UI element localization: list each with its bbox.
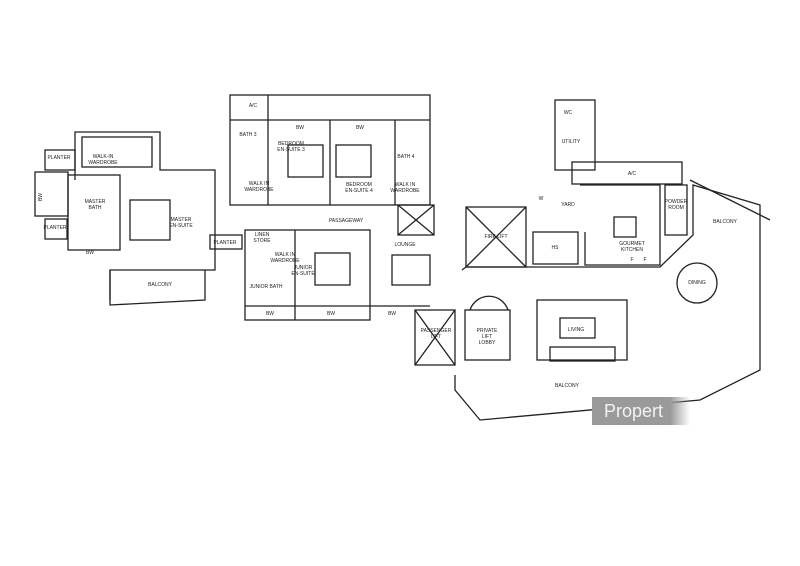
room-label-bw: BW — [295, 125, 305, 131]
room-label-bedroom-4: BEDROOM EN-SUITE 4 — [345, 182, 373, 194]
room-label-bw: BW — [38, 192, 44, 202]
room-label-fire-lift: FIRE LIFT — [484, 234, 508, 240]
room-label-ac: A/C — [627, 171, 637, 177]
utility-box — [554, 99, 596, 171]
wall — [397, 204, 435, 236]
wall — [689, 179, 771, 221]
room-label-powder-room: POWDER ROOM — [664, 199, 688, 211]
room-label-linen-store: LINEN STORE — [253, 232, 271, 244]
room-label-wc: WC — [563, 110, 573, 116]
lift-shaft-small — [397, 204, 435, 236]
passenger-lift-box — [414, 309, 456, 366]
room-label-planter: PLANTER — [47, 155, 71, 161]
kitchen-wall — [580, 184, 661, 266]
room-label-balcony: BALCONY — [148, 282, 172, 288]
living-rug — [536, 299, 628, 361]
room-label-bedroom-3: BEDROOM EN-SUITE 3 — [277, 141, 305, 153]
room-label-junior-bath: JUNIOR BATH — [249, 284, 283, 290]
room-label-w: W — [538, 196, 544, 202]
room-label-yard: YARD — [561, 202, 575, 208]
lounge-sofa — [391, 254, 431, 286]
room-label-junior-en-suite: JUNIOR EN-SUITE — [291, 265, 315, 277]
room-label-bath-3: BATH 3 — [239, 132, 257, 138]
master-bath-box — [67, 174, 121, 251]
master-balcony — [109, 270, 206, 306]
room-label-passageway: PASSAGEWAY — [328, 218, 364, 224]
room-label-ac: A/C — [248, 103, 258, 109]
dining-table — [676, 262, 718, 304]
room-label-gourmet-kitchen: GOURMET KITCHEN — [619, 241, 645, 253]
room-label-fridge: F — [643, 257, 647, 263]
room-label-bw: BW — [387, 311, 397, 317]
room-label-fridge: F — [630, 257, 634, 263]
watermark: Propert — [592, 397, 690, 425]
room-label-master-en-suite: MASTER EN-SUITE — [169, 217, 193, 229]
room-label-bw: BW — [265, 311, 275, 317]
living-sofa — [549, 346, 616, 362]
hs-box — [532, 231, 579, 265]
bed-3 — [287, 144, 324, 178]
room-label-planter: PLANTER — [213, 240, 237, 246]
room-label-passenger-lift: PASSENGER LIFT — [420, 328, 452, 340]
junior-bed — [314, 252, 351, 286]
room-label-bw: BW — [326, 311, 336, 317]
wall — [414, 309, 456, 366]
room-label-walk-in-wardrobe: WALK IN WARDROBE — [270, 252, 300, 264]
room-label-walk-in-wardrobe: WALK-IN WARDROBE — [88, 154, 118, 166]
master-bed — [129, 199, 171, 241]
kitchen-island — [613, 216, 637, 238]
living-outline — [454, 184, 761, 421]
room-label-private-lift-lobby: PRIVATE LIFT LOBBY — [476, 328, 498, 346]
ac-box — [571, 161, 683, 185]
room-label-walk-in-wardrobe: WALK IN WARDROBE — [390, 182, 420, 194]
room-label-bath-4: BATH 4 — [397, 154, 415, 160]
master-wall — [74, 131, 216, 300]
room-label-bw: BW — [355, 125, 365, 131]
room-label-master-bath: MASTER BATH — [84, 199, 106, 211]
room-label-utility: UTILITY — [561, 139, 581, 145]
room-label-dining: DINING — [688, 280, 706, 286]
planter-box-3 — [209, 234, 243, 250]
room-label-planter: PLANTER — [43, 225, 67, 231]
room-label-lounge: LOUNGE — [394, 242, 416, 248]
powder-room-box — [664, 184, 688, 236]
room-label-balcony: BALCONY — [555, 383, 579, 389]
room-label-hs: HS — [551, 245, 559, 251]
lobby-arc — [469, 295, 509, 311]
planter-box-2 — [44, 218, 68, 240]
room-label-balcony: BALCONY — [713, 219, 737, 225]
room-label-bw: BW — [85, 250, 95, 256]
room-label-walk-in-wardrobe: WALK IN WARDROBE — [244, 181, 274, 193]
private-lobby-box — [464, 309, 511, 361]
living-table — [559, 317, 596, 339]
room-label-living: LIVING — [567, 327, 585, 333]
junior-block — [244, 229, 371, 321]
bed-4 — [335, 144, 372, 178]
wall — [465, 206, 527, 268]
wardrobe-box — [81, 136, 153, 168]
